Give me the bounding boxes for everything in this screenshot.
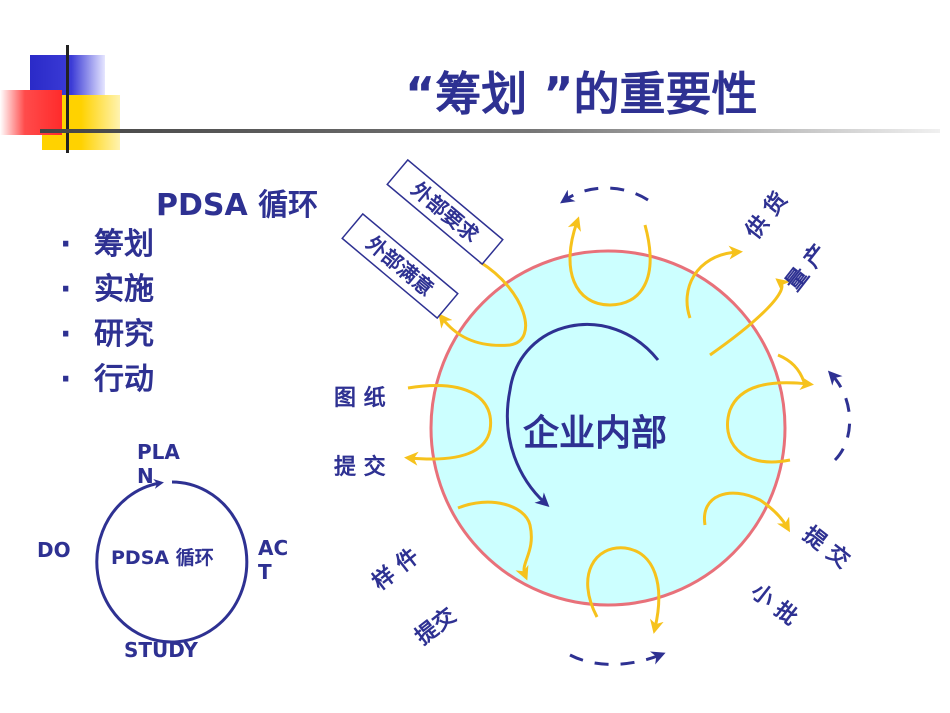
bullet-marker: · [60, 227, 72, 262]
loop-top [567, 216, 652, 307]
loop-top-left [438, 260, 528, 347]
bullet-marker: · [60, 362, 72, 397]
drawing-label-2: 提 交 [334, 455, 386, 480]
bullet-item: · 研究 [60, 312, 154, 357]
small-cycle-do: DO [37, 538, 71, 562]
bullet-item: · 行动 [60, 357, 154, 402]
small-cycle-study: STUDY [124, 638, 198, 662]
dashed-arrow-right [827, 370, 852, 462]
sample-label-1: 样 件 [367, 543, 424, 595]
loop-right-upper [709, 278, 791, 357]
small-cycle-act: ACT [258, 536, 289, 584]
bullet-list: · 筹划 · 实施 · 研究 · 行动 [60, 222, 154, 402]
small-batch-label-2: 小 批 [746, 579, 802, 631]
dashed-arrow-bottom [569, 651, 666, 666]
header-rule [40, 129, 940, 133]
decor-red-square [0, 90, 62, 135]
loop-right-mid [726, 376, 814, 464]
small-cycle-plan: PLAN [137, 440, 180, 488]
mass-production-label-1: 量 产 [781, 240, 833, 296]
sample-label-2: 提交 [410, 603, 461, 651]
small-cycle-circle [95, 479, 249, 644]
loop-bottom-left [457, 500, 533, 581]
external-satisfaction-label: 外部满意 [362, 231, 439, 301]
small-cycle-center: PDSA 循环 [111, 547, 214, 569]
decor-vertical-line [66, 45, 69, 153]
center-curved-arrow [505, 323, 660, 508]
mass-production-label-2: 供 货 [740, 187, 793, 245]
loop-right [777, 353, 807, 386]
big-cycle-center: 企业内部 [523, 413, 668, 454]
loop-lower-right [703, 491, 790, 533]
loop-bottom [586, 546, 664, 634]
bullet-label: 行动 [94, 362, 154, 397]
external-requirement-label: 外部要求 [407, 177, 484, 247]
small-batch-label-1: 提 交 [798, 521, 855, 573]
pdsa-heading: PDSA 循环 [156, 188, 319, 223]
loop-left [404, 384, 493, 466]
bullet-label: 研究 [94, 317, 154, 352]
dashed-arrow-top [560, 186, 649, 204]
bullet-label: 实施 [94, 272, 154, 307]
bullet-marker: · [60, 272, 72, 307]
bullet-marker: · [60, 317, 72, 352]
bullet-label: 筹划 [94, 227, 154, 262]
drawing-label-1: 图 纸 [334, 386, 386, 411]
bullet-item: · 筹划 [60, 222, 154, 267]
bullet-item: · 实施 [60, 267, 154, 312]
loop-top-right [685, 245, 743, 319]
slide-title: “筹划 ”的重要性 [405, 67, 758, 121]
